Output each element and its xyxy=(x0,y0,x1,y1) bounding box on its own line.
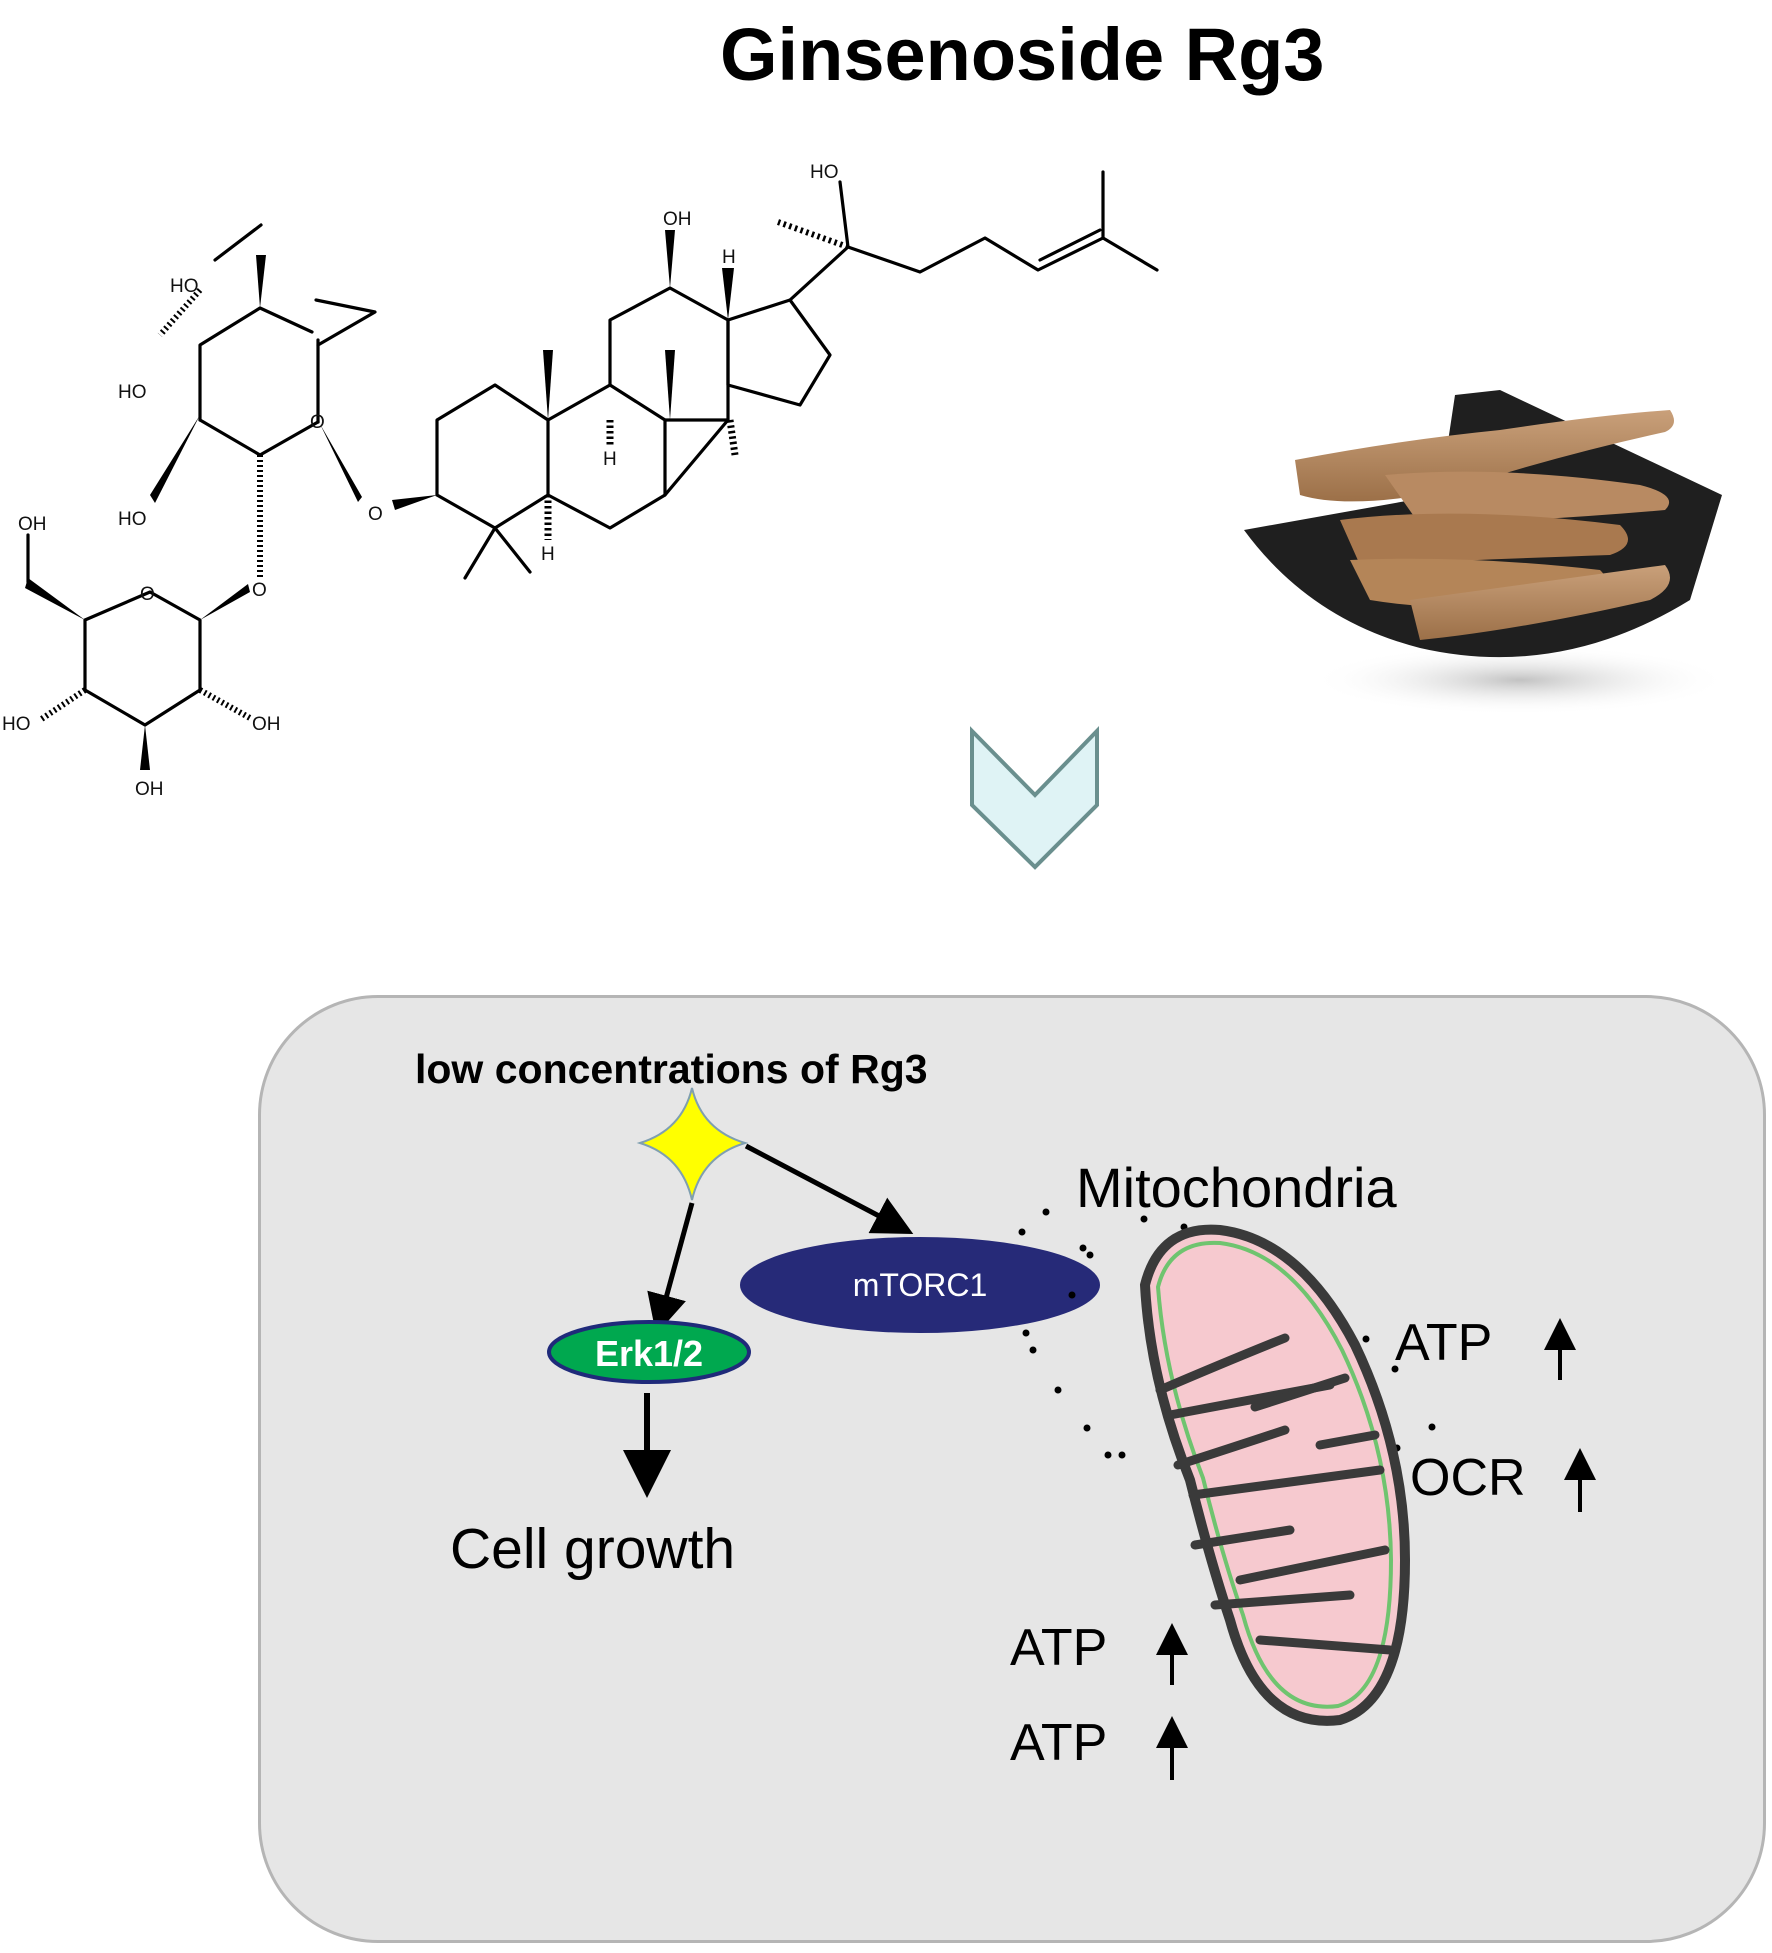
mechanism-panel xyxy=(258,995,1766,1943)
flow-arrow xyxy=(970,726,1099,870)
atom-label-oh-glc2-c2: OH xyxy=(252,714,281,735)
aglycone-ring-b xyxy=(546,383,667,530)
atom-label-ho-glc1-c3: HO xyxy=(118,509,147,530)
node-mtorc1-label: mTORC1 xyxy=(853,1267,988,1303)
four-point-star-icon xyxy=(636,1087,749,1201)
outcome-label: Cell growth xyxy=(450,1517,736,1581)
atom-label-ho-side-chain: HO xyxy=(810,162,839,183)
side-chain: HO xyxy=(776,162,1159,302)
readout-atp-1: ATP xyxy=(1395,1314,1576,1380)
node-erk-label: Erk1/2 xyxy=(595,1333,703,1374)
atom-label-oh-c12: OH xyxy=(663,209,692,230)
mitochondrion xyxy=(1139,1224,1411,1726)
arrow-star-to-mtorc1 xyxy=(744,1143,914,1234)
readout-label: ATP xyxy=(1010,1619,1107,1677)
atom-label-o-glycosidic: O xyxy=(368,504,383,525)
arrow-star-to-erk xyxy=(647,1202,695,1335)
chevron-down-icon xyxy=(970,726,1099,870)
readout-atp-3: ATP xyxy=(1010,1714,1188,1780)
ginseng-photo xyxy=(1244,390,1730,715)
ligand-label: low concentrations of Rg3 xyxy=(415,1046,928,1092)
atom-label-ho-glc1-c6: HO xyxy=(170,276,199,297)
readout-label: ATP xyxy=(1395,1314,1492,1372)
glucose-ring-2: O OH HO OH OH xyxy=(2,514,281,800)
glucose-ring-1: O HO HO HO O xyxy=(118,223,377,601)
atom-label-oh-glc2-c3: OH xyxy=(135,779,164,800)
atom-label-h-c13: H xyxy=(722,247,736,268)
chemical-structure: HO OH H H H O O HO HO HO O xyxy=(2,162,1159,800)
readout-label: ATP xyxy=(1010,1714,1107,1772)
node-mtorc1: mTORC1 xyxy=(740,1237,1100,1333)
aglycone-ring-c xyxy=(608,286,730,497)
figure-title: Ginsenoside Rg3 xyxy=(720,13,1325,96)
ginseng-roots xyxy=(1295,410,1674,640)
atom-label-ho-glc1-c4: HO xyxy=(118,382,147,403)
readout-atp-2: ATP xyxy=(1010,1619,1188,1685)
readout-ocr: OCR xyxy=(1410,1448,1596,1512)
atom-label-ho-glc2-c4: HO xyxy=(2,714,31,735)
atom-label-o-ring-glc1: O xyxy=(310,412,325,433)
aglycone-substituents: OH H H H O xyxy=(368,209,739,580)
plate-shadow xyxy=(1310,645,1730,715)
atom-label-oh-glc2-c6: OH xyxy=(18,514,47,535)
aglycone-ring-d xyxy=(726,298,832,407)
atom-label-h-c5: H xyxy=(541,544,555,565)
atom-label-o-ring-glc2: O xyxy=(140,584,155,605)
atom-label-o-glycosidic-inter: O xyxy=(252,580,267,601)
node-erk: Erk1/2 xyxy=(547,1320,751,1384)
organelle-label: Mitochondria xyxy=(1076,1156,1397,1219)
readout-label: OCR xyxy=(1410,1449,1526,1507)
atom-label-h-c9: H xyxy=(603,449,617,470)
